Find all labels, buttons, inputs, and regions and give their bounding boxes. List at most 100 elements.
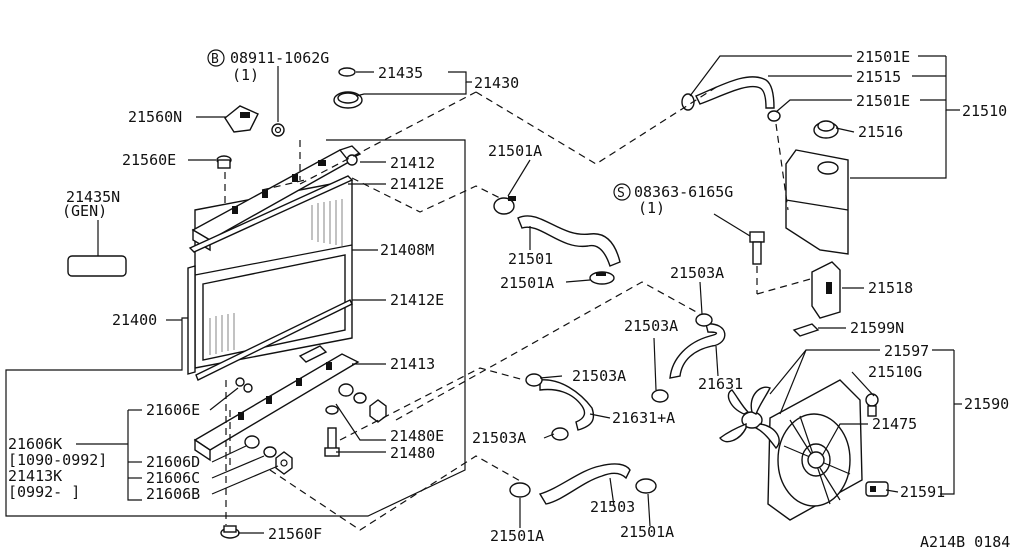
clamp-21503a-1 (695, 313, 713, 327)
seal-21412e-bottom (195, 299, 353, 381)
seal-21435 (338, 67, 356, 77)
radiator-group-outline (5, 139, 466, 517)
label-21591: 21591 (900, 483, 945, 501)
label-21590: 21590 (964, 395, 1009, 413)
label-gen: (GEN) (62, 202, 107, 220)
part-21606d (244, 435, 260, 449)
label-21560f: 21560F (268, 525, 322, 543)
clamp-21501a-upper (493, 196, 516, 215)
seal-21412e-top (188, 175, 354, 253)
circled-s-icon (613, 183, 631, 201)
label-21606c: 21606C (146, 469, 200, 487)
routing-line-5 (269, 455, 523, 531)
label-21501: 21501 (508, 250, 553, 268)
clamp-21501a-4 (635, 478, 657, 494)
connector-21591 (865, 481, 889, 497)
label-08363: 08363-6165G (634, 183, 733, 201)
part-21560f (220, 525, 240, 539)
label-21400: 21400 (112, 311, 157, 329)
hose-21501 (517, 215, 621, 267)
fan-21597 (719, 386, 780, 450)
label-21503: 21503 (590, 498, 635, 516)
clamp-21503a-3 (525, 373, 543, 387)
part-21560n (224, 105, 259, 133)
label-21501e-1: 21501E (856, 48, 910, 66)
bolt-08363 (749, 231, 765, 265)
label-21435: 21435 (378, 64, 423, 82)
hose-21503 (538, 463, 631, 505)
label-21510g: 21510G (868, 363, 922, 381)
circled-s-letter: S (617, 186, 625, 201)
clamp-21503a-2 (651, 389, 669, 403)
label-21606d: 21606D (146, 453, 200, 471)
label-21501e-2: 21501E (856, 92, 910, 110)
part-21606b (275, 451, 293, 475)
label-21501a-4: 21501A (620, 523, 674, 541)
label-21435n: 21435N (66, 188, 120, 206)
bracket-21413 (298, 345, 328, 363)
motor-21475 (807, 451, 825, 469)
label-21413: 21413 (390, 355, 435, 373)
label-21430: 21430 (474, 74, 519, 92)
clamp-21503a-4 (551, 427, 569, 441)
label-21606e: 21606E (146, 401, 200, 419)
label-21501a-1: 21501A (488, 142, 542, 160)
routing-line-1 (299, 91, 477, 185)
label-21631a: 21631+A (612, 409, 675, 427)
label-21516: 21516 (858, 123, 903, 141)
label-21475: 21475 (872, 415, 917, 433)
label-21606k: 21606K (8, 435, 62, 453)
pad-21599n (792, 323, 820, 337)
label-21412e-bottom: 21412E (390, 291, 444, 309)
label-21435n-plate (67, 255, 127, 277)
label-21515: 21515 (856, 68, 901, 86)
clamp-21501e-2 (767, 110, 781, 122)
label-21412: 21412 (390, 154, 435, 172)
label-21597: 21597 (884, 342, 929, 360)
label-21412e-top: 21412E (390, 175, 444, 193)
label-21518: 21518 (868, 279, 913, 297)
drain-plug-21412 (338, 145, 362, 166)
hose-21515 (695, 76, 775, 109)
reservoir-cap-21516 (813, 120, 839, 139)
label-21503a-2: 21503A (624, 317, 678, 335)
label-21606b: 21606B (146, 485, 200, 503)
label-21480e: 21480E (390, 427, 444, 445)
part-08911-nut (271, 123, 285, 137)
label-21560e: 21560E (122, 151, 176, 169)
label-date-1: [1090-0992] (8, 451, 107, 469)
circled-b-letter: B (211, 52, 219, 67)
lower-tank (193, 353, 360, 462)
upper-tank (191, 149, 358, 252)
label-08911-qty: (1) (232, 66, 259, 84)
clamp-21501a-lower (589, 271, 615, 285)
part-21480-bolt (324, 427, 340, 457)
hose-21631 (669, 323, 726, 379)
label-21510: 21510 (962, 102, 1007, 120)
part-21606e (235, 377, 253, 393)
label-08363-qty: (1) (638, 199, 665, 217)
routing-line-3 (351, 177, 501, 213)
clamp-21501a-3 (509, 482, 531, 498)
label-21631: 21631 (698, 375, 743, 393)
circled-b-icon (207, 49, 225, 67)
radiator-cap-21430 (333, 91, 363, 109)
leader-lines (76, 55, 962, 534)
fan-shroud-21590 (767, 379, 863, 521)
reservoir-tank-21510 (785, 149, 849, 255)
label-21480: 21480 (390, 444, 435, 462)
routing-line-6 (339, 367, 525, 441)
label-21503a-1: 21503A (670, 264, 724, 282)
label-21503a-3: 21503A (572, 367, 626, 385)
bolt-21510g (865, 393, 879, 417)
label-21599n: 21599N (850, 319, 904, 337)
label-date-2: [0992- ] (8, 483, 80, 501)
label-08911: 08911-1062G (230, 49, 329, 67)
label-21413k: 21413K (8, 467, 62, 485)
part-21606c (263, 446, 277, 458)
label-21503a-4: 21503A (472, 429, 526, 447)
diagram-code: A214B 0184 (920, 533, 1010, 551)
part-21560e (216, 155, 232, 169)
part-21480e (325, 383, 387, 423)
